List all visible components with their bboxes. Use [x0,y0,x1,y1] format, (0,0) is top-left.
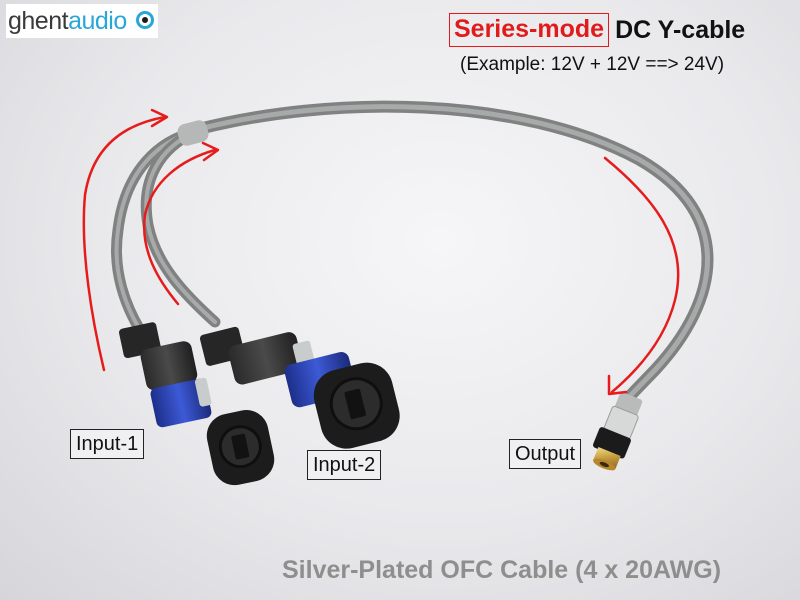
arrow-input-1-head [150,108,169,128]
subtitle: (Example: 12V + 12V ==> 24V) [460,54,725,75]
arrow-input-2-head [201,141,220,162]
label-input-1: Input-1 [70,429,145,459]
footer-caption: Silver-Plated OFC Cable (4 x 20AWG) [282,556,722,584]
logo-text: ghentaudio [8,7,127,36]
title-rest: DC Y-cable [615,15,746,44]
title-mode: Series-mode [449,13,610,47]
page-title: Series-mode DC Y-cable [449,10,745,50]
arrow-output-head [607,374,628,396]
arrow-input-2 [142,148,217,306]
ghentaudio-logo: ghentaudio [6,4,158,38]
record-icon [136,11,154,29]
dc-plug [593,392,643,471]
arrow-output [603,156,680,394]
flow-arrows [82,108,680,396]
cable [111,100,714,404]
label-output: Output [509,439,582,469]
arrow-input-1 [82,115,167,372]
y-splitter [177,120,209,146]
label-input-2: Input-2 [307,450,382,480]
logo-text-accent: audio [68,6,127,35]
speakon-connector-2 [199,326,400,449]
logo-text-main: ghent [8,6,69,35]
speakon-connector-1 [119,322,275,486]
